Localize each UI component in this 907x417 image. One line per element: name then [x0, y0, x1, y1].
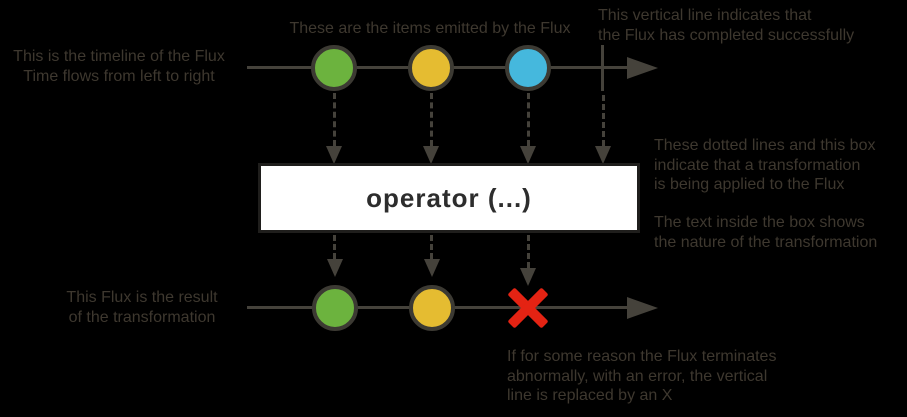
operator-box: operator (...) [258, 163, 640, 233]
source-item-circle-blue [505, 45, 551, 91]
error-x-icon [504, 284, 552, 332]
transform-dashed-line [527, 235, 530, 268]
complete-signal-line [601, 45, 604, 91]
transform-dashed-line [430, 235, 433, 259]
source-item-circle-green [311, 45, 357, 91]
transform-dashed-line [602, 95, 605, 146]
down-arrowhead-icon [326, 146, 342, 164]
source-item-circle-yellow [408, 45, 454, 91]
down-arrowhead-icon [423, 146, 439, 164]
transform-dashed-line [527, 93, 530, 146]
source-timeline-arrowhead-icon [627, 57, 658, 79]
result-item-circle-green [312, 285, 358, 331]
annotation-error: If for some reason the Flux terminates a… [507, 348, 777, 404]
annotation-timeline: This is the timeline of the Flux Time fl… [13, 48, 225, 85]
transform-dashed-line [333, 235, 336, 259]
transform-dashed-line [430, 93, 433, 146]
down-arrowhead-icon [520, 146, 536, 164]
operator-label: operator (...) [366, 182, 532, 213]
annotation-items: These are the items emitted by the Flux [289, 20, 571, 37]
down-arrowhead-icon [595, 146, 611, 164]
annotation-transform: These dotted lines and this box indicate… [654, 137, 876, 193]
annotation-result: This Flux is the result of the transform… [66, 289, 218, 326]
annotation-transform-text: The text inside the box shows the nature… [654, 214, 878, 251]
down-arrowhead-icon [520, 268, 536, 286]
result-item-circle-yellow [409, 285, 455, 331]
transform-dashed-line [333, 93, 336, 146]
result-timeline-arrowhead-icon [627, 297, 658, 319]
down-arrowhead-icon [424, 259, 440, 277]
down-arrowhead-icon [327, 259, 343, 277]
annotation-complete: This vertical line indicates that the Fl… [598, 7, 855, 44]
